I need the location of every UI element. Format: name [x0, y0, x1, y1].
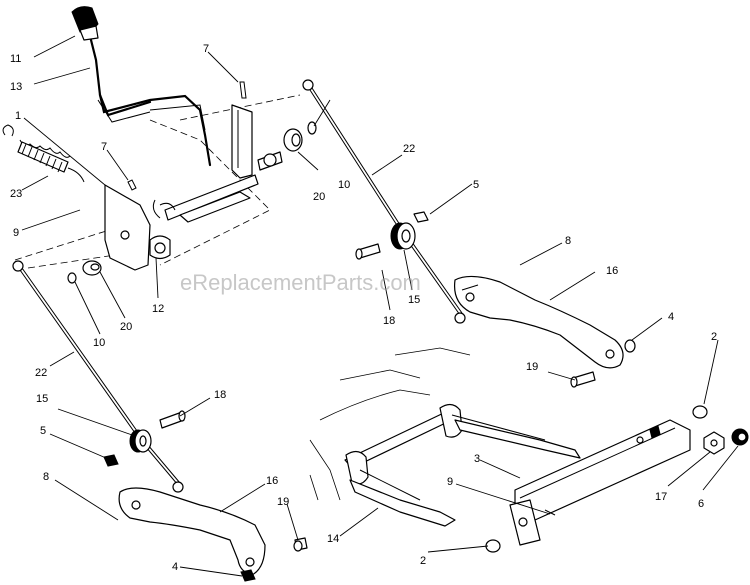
callout-7-upper: 7: [203, 43, 209, 55]
nut-left-arm: [240, 569, 256, 582]
rear-lift-shaft: [344, 403, 581, 527]
callout-6: 6: [698, 498, 704, 510]
callout-4-left: 4: [172, 561, 178, 573]
lift-link-right: [302, 79, 466, 324]
callout-15-left: 15: [36, 393, 48, 405]
callout-5-right: 5: [473, 179, 479, 191]
callout-9-rear: 9: [447, 476, 453, 488]
callout-19-right: 19: [526, 361, 538, 373]
callout-16-right: 16: [606, 265, 618, 277]
callout-7-left: 7: [101, 141, 107, 153]
callout-18-right: 18: [383, 315, 395, 327]
callout-11: 11: [10, 53, 21, 65]
shoulder-bolt-right: [355, 243, 381, 260]
callout-4-right: 4: [668, 311, 674, 323]
lift-arm-left: [118, 487, 266, 576]
callout-15-right: 15: [408, 294, 420, 306]
nut-right: [413, 211, 429, 223]
nut-left: [103, 454, 119, 467]
callout-2-upper: 2: [711, 331, 717, 343]
callout-20-lower: 20: [120, 321, 132, 333]
callout-17: 17: [655, 491, 667, 503]
callout-23: 23: [10, 188, 22, 200]
leader-lines: [21, 35, 739, 577]
callouts: 11 13 1 7 7 23 9 10 20 22 5 15 18 8 16 4…: [10, 43, 717, 573]
bushing-upper: [283, 128, 303, 152]
callout-20-upper: 20: [313, 191, 325, 203]
rear-bracket: [509, 419, 691, 546]
callout-9-left: 9: [13, 227, 19, 239]
lift-bracket: [104, 104, 283, 271]
callout-16-left: 16: [266, 475, 278, 487]
callout-8-right: 8: [565, 235, 571, 247]
washer-upper: [307, 121, 317, 135]
cap-rear: [731, 428, 749, 446]
shoulder-bolt-left: [159, 410, 186, 429]
idler-left: [129, 429, 152, 453]
callout-5-left: 5: [40, 425, 46, 437]
washer-right-arm: [624, 339, 636, 353]
callout-10-lower: 10: [93, 337, 105, 349]
callout-3: 3: [474, 453, 480, 465]
idler-right: [390, 222, 416, 250]
spacer-lower: [485, 539, 501, 553]
hex-nut-rear: [703, 431, 725, 455]
lift-arm-right: [453, 275, 624, 369]
callout-12: 12: [152, 303, 164, 315]
callout-2-lower: 2: [420, 555, 426, 567]
callout-22-left: 22: [35, 367, 47, 379]
callout-13: 13: [10, 81, 22, 93]
lift-lever: [71, 6, 212, 167]
extension-spring: [2, 124, 85, 183]
bushing-lower: [82, 260, 102, 276]
callout-1: 1: [15, 110, 21, 122]
cotter-pin-upper: [239, 81, 247, 99]
mower-frame: [309, 347, 471, 501]
washer-lower: [67, 272, 77, 284]
callout-14: 14: [327, 533, 339, 545]
callout-22-right: 22: [403, 143, 415, 155]
cotter-pin-left: [127, 179, 137, 191]
callout-8-left: 8: [43, 471, 49, 483]
callout-10-upper: 10: [338, 179, 350, 191]
callout-19-left: 19: [277, 496, 289, 508]
watermark: eReplacementParts.com: [180, 270, 421, 295]
spacer-upper: [692, 405, 708, 419]
lever-knob: [71, 6, 99, 41]
bolt-left-arm: [293, 537, 308, 552]
callout-18-left: 18: [214, 389, 226, 401]
